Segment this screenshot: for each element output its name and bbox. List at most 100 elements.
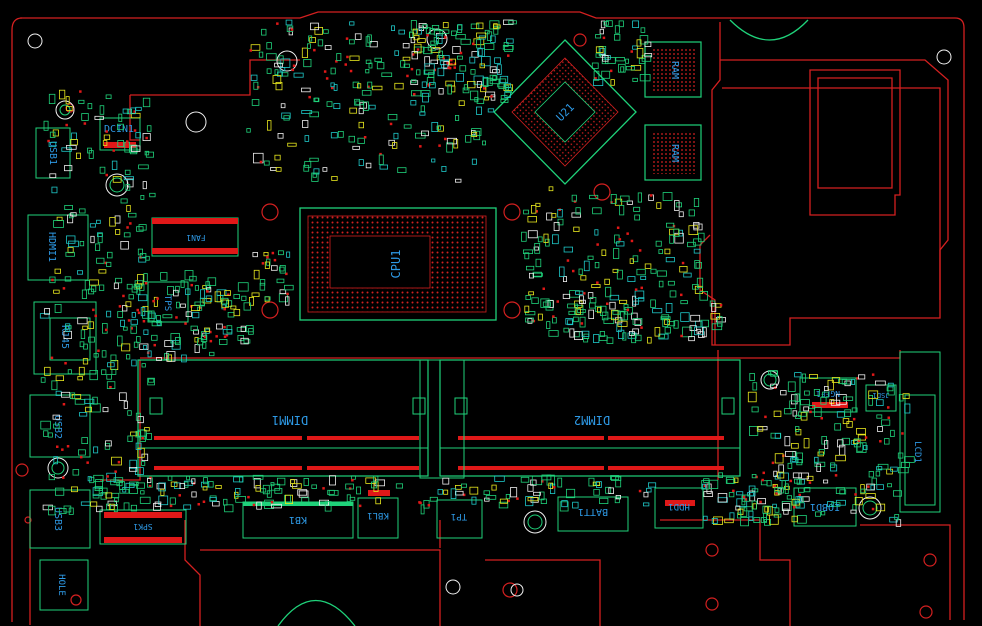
smd-pad	[215, 335, 218, 338]
smd-component	[756, 426, 764, 432]
smd-component	[345, 483, 354, 490]
smd-pad	[879, 440, 882, 443]
smd-component	[658, 280, 664, 288]
smd-component	[430, 47, 441, 53]
smd-pad	[227, 293, 230, 296]
smd-pad	[259, 160, 263, 164]
smd-component	[102, 407, 109, 413]
smd-component	[529, 272, 534, 279]
smd-component	[437, 125, 444, 132]
smd-component	[787, 381, 796, 392]
smd-component	[97, 233, 103, 244]
smd-component	[358, 121, 364, 129]
smd-component	[713, 516, 723, 526]
smd-component	[253, 81, 259, 90]
smd-component	[437, 489, 443, 495]
smd-pad	[271, 251, 275, 255]
smd-component	[158, 495, 169, 506]
smd-component	[454, 178, 462, 183]
smd-pad	[358, 504, 362, 508]
smd-component	[791, 515, 798, 523]
smd-component	[194, 301, 205, 306]
smd-component	[683, 272, 692, 278]
smd-component	[616, 241, 625, 247]
smd-component	[259, 282, 266, 291]
smd-component	[266, 68, 272, 74]
smd-component	[357, 137, 365, 144]
smd-component	[317, 39, 324, 47]
smd-pad	[630, 50, 633, 53]
smd-component	[304, 161, 312, 168]
smd-component	[856, 428, 866, 435]
smd-component	[601, 249, 607, 256]
smd-component	[174, 337, 181, 345]
smd-component	[413, 35, 420, 41]
smd-component	[130, 325, 137, 334]
smd-component	[688, 336, 695, 342]
smd-component	[831, 502, 841, 507]
smd-pad	[867, 485, 870, 488]
smd-component	[594, 261, 600, 269]
smd-pad	[331, 86, 334, 90]
smd-component	[774, 507, 780, 513]
smd-component	[632, 318, 643, 325]
smd-component	[764, 506, 769, 513]
smd-component	[358, 159, 364, 167]
smd-component	[111, 368, 117, 375]
smd-component	[135, 132, 141, 139]
smd-pad	[178, 494, 181, 497]
smd-component	[625, 58, 629, 64]
smd-component	[711, 302, 717, 312]
smd-component	[428, 82, 436, 89]
smd-component	[301, 47, 308, 58]
smd-component	[557, 218, 564, 226]
smd-pad	[308, 95, 311, 99]
smd-component	[533, 246, 539, 251]
smd-pad	[153, 343, 156, 347]
smd-component	[469, 56, 476, 64]
smd-component	[303, 164, 310, 172]
smd-component	[797, 495, 802, 502]
smd-component	[117, 311, 123, 318]
smd-component	[733, 477, 739, 483]
smd-component	[605, 286, 612, 298]
smd-component	[724, 518, 734, 524]
smd-component	[601, 70, 611, 79]
smd-component	[748, 516, 754, 522]
smd-pad	[426, 34, 429, 37]
smd-component	[128, 294, 134, 300]
smd-component	[78, 366, 85, 376]
smd-component	[243, 339, 251, 344]
smd-component	[520, 476, 530, 483]
smd-component	[552, 234, 559, 245]
smd-component	[393, 132, 399, 140]
smd-component	[484, 91, 496, 98]
smd-component	[131, 145, 141, 152]
smd-pad	[887, 406, 890, 409]
smd-component	[101, 350, 107, 358]
smd-component	[173, 289, 179, 297]
smd-component	[49, 131, 56, 138]
smd-component	[875, 470, 881, 477]
smd-component	[115, 229, 121, 235]
smd-component	[710, 313, 721, 320]
smd-component	[860, 488, 867, 494]
smd-component	[230, 305, 237, 310]
smd-component	[271, 503, 282, 509]
smd-component	[185, 311, 192, 317]
spk-label: SPK1	[133, 522, 152, 531]
smd-component	[827, 379, 834, 391]
smd-component	[563, 276, 568, 283]
smd-component	[591, 284, 601, 288]
smd-component	[40, 377, 46, 383]
smd-component	[438, 88, 444, 95]
smd-component	[194, 285, 200, 291]
smd-component	[655, 240, 662, 247]
smd-component	[286, 251, 291, 258]
smd-component	[476, 32, 487, 38]
smd-component	[48, 141, 57, 147]
smd-component	[124, 169, 131, 175]
smd-pad	[680, 293, 683, 297]
smd-component	[65, 325, 72, 330]
smd-component	[790, 457, 799, 463]
